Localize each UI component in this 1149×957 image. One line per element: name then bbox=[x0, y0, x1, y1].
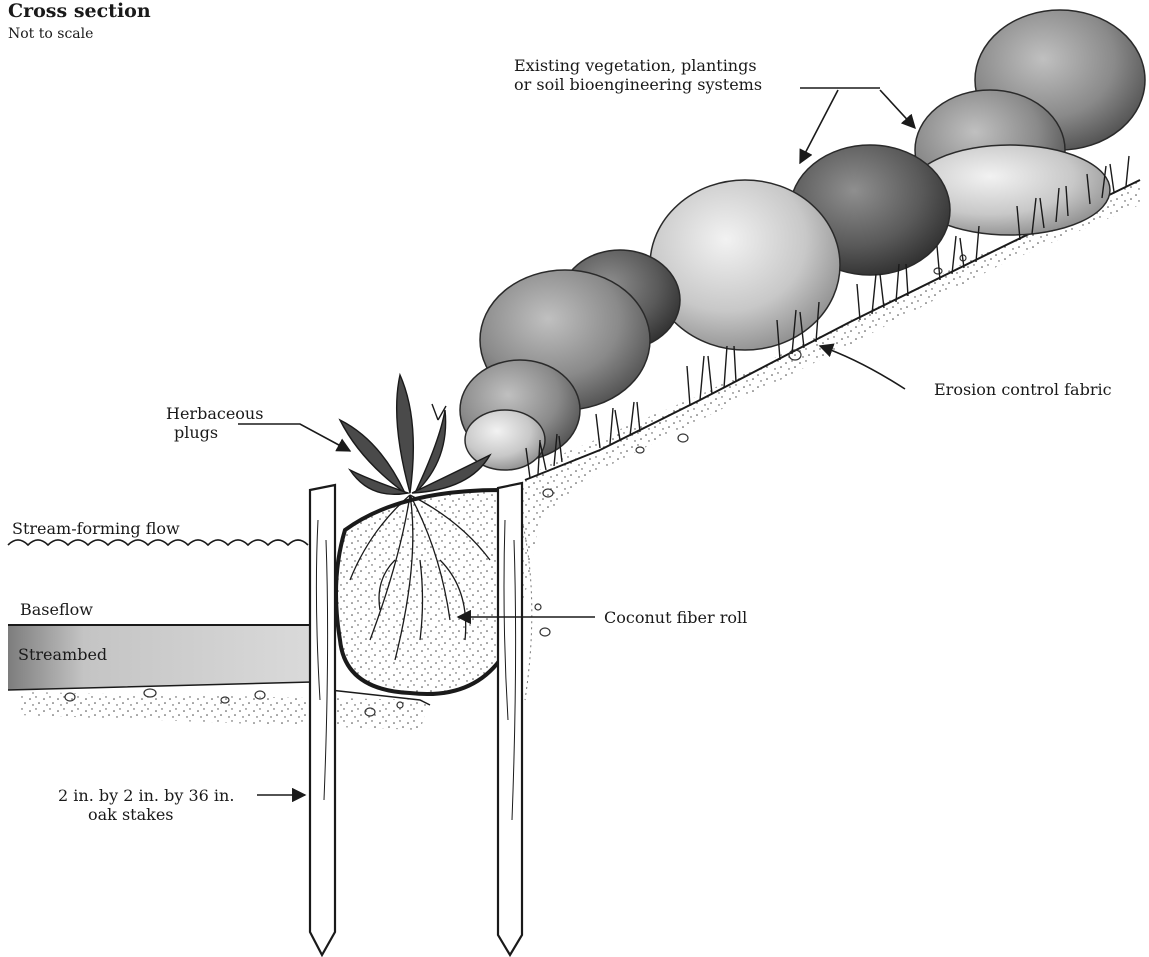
label-oak-stakes: 2 in. by 2 in. by 36 in. oak stakes bbox=[58, 786, 234, 824]
arrow-vegetation-b bbox=[880, 90, 915, 128]
label-streambed: Streambed bbox=[18, 645, 107, 664]
label-vegetation: Existing vegetation, plantings or soil b… bbox=[514, 56, 762, 94]
diagram-subtitle: Not to scale bbox=[8, 26, 93, 42]
oak-stake-right bbox=[498, 483, 522, 955]
streambed-gravel bbox=[20, 692, 430, 730]
stream-forming-flow-wave bbox=[8, 540, 308, 545]
label-vegetation-line1: Existing vegetation, plantings bbox=[514, 56, 762, 75]
label-herbaceous-plugs: Herbaceous plugs bbox=[166, 404, 263, 442]
label-plugs-line1: Herbaceous bbox=[166, 404, 263, 423]
label-plugs-line2: plugs bbox=[166, 423, 263, 442]
label-stakes-line1: 2 in. by 2 in. by 36 in. bbox=[58, 786, 234, 805]
label-stream-forming-flow: Stream-forming flow bbox=[12, 519, 180, 538]
coconut-fiber-roll bbox=[336, 490, 500, 694]
oak-stake-left bbox=[310, 485, 335, 955]
label-vegetation-line2: or soil bioengineering systems bbox=[514, 75, 762, 94]
label-baseflow: Baseflow bbox=[20, 600, 93, 619]
label-erosion-fabric: Erosion control fabric bbox=[934, 380, 1112, 399]
diagram-title: Cross section bbox=[8, 0, 151, 22]
label-coconut-fiber-roll: Coconut fiber roll bbox=[604, 608, 747, 627]
label-stakes-line2: oak stakes bbox=[58, 805, 234, 824]
